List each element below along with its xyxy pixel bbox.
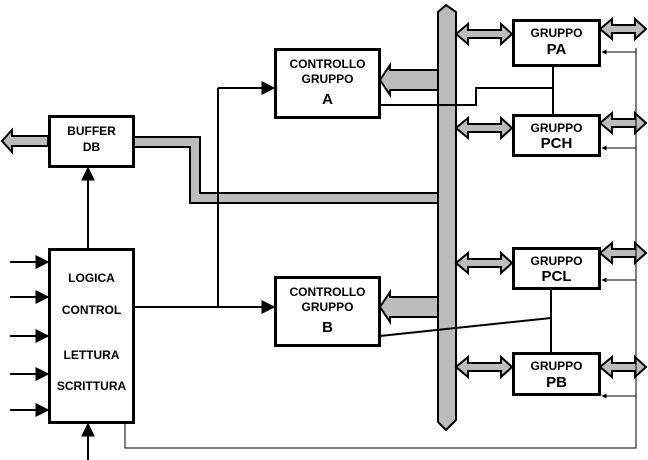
- group-pch-label-2: PCH: [540, 135, 573, 152]
- control-a-label-3: A: [322, 91, 333, 108]
- control-group-b-block: CONTROLLO GRUPPO B: [274, 276, 381, 347]
- group-pb-block: GRUPPO PB: [512, 352, 601, 396]
- internal-data-bus: [437, 3, 457, 432]
- logic-label-2: CONTROL: [61, 303, 122, 317]
- group-pch-label-1: GRUPPO: [530, 121, 583, 135]
- control-lines: [81, 66, 554, 352]
- group-pch-block: GRUPPO PCH: [512, 114, 601, 157]
- buffer-label-1: BUFFER: [67, 124, 116, 138]
- control-a-label-1: CONTROLLO: [289, 57, 366, 71]
- group-pcl-block: GRUPPO PCL: [512, 247, 601, 290]
- control-a-label-2: GRUPPO: [301, 72, 354, 86]
- group-pb-label-2: PB: [546, 374, 567, 391]
- control-b-label-2: GRUPPO: [301, 300, 354, 314]
- logic-input-lines: [10, 255, 95, 460]
- port-control-lines: [124, 48, 637, 449]
- control-group-a-block: CONTROLLO GRUPPO A: [274, 48, 381, 119]
- group-pa-label-2: PA: [546, 41, 567, 58]
- buffer-db-block: BUFFER DB: [48, 115, 135, 168]
- control-a-bus-link: [378, 61, 439, 99]
- group-pcl-label-2: PCL: [541, 268, 572, 285]
- logic-label-1: LOGICA: [68, 271, 115, 285]
- group-bus-arrows: [454, 16, 648, 380]
- group-pb-label-1: GRUPPO: [530, 359, 583, 373]
- logic-control-block: LOGICA CONTROL LETTURA SCRITTURA: [48, 248, 135, 424]
- logic-label-4: SCRITTURA: [56, 379, 127, 393]
- control-b-bus-link: [378, 288, 439, 326]
- control-b-label-1: CONTROLLO: [289, 285, 366, 299]
- control-b-label-3: B: [322, 319, 333, 336]
- group-pcl-label-1: GRUPPO: [530, 254, 583, 268]
- external-data-bus-arrow: [0, 127, 49, 155]
- group-pa-block: GRUPPO PA: [512, 19, 601, 67]
- group-pa-label-1: GRUPPO: [530, 26, 583, 40]
- buffer-label-2: DB: [82, 140, 101, 154]
- logic-label-3: LETTURA: [63, 348, 120, 362]
- buffer-bus-link: [133, 136, 439, 204]
